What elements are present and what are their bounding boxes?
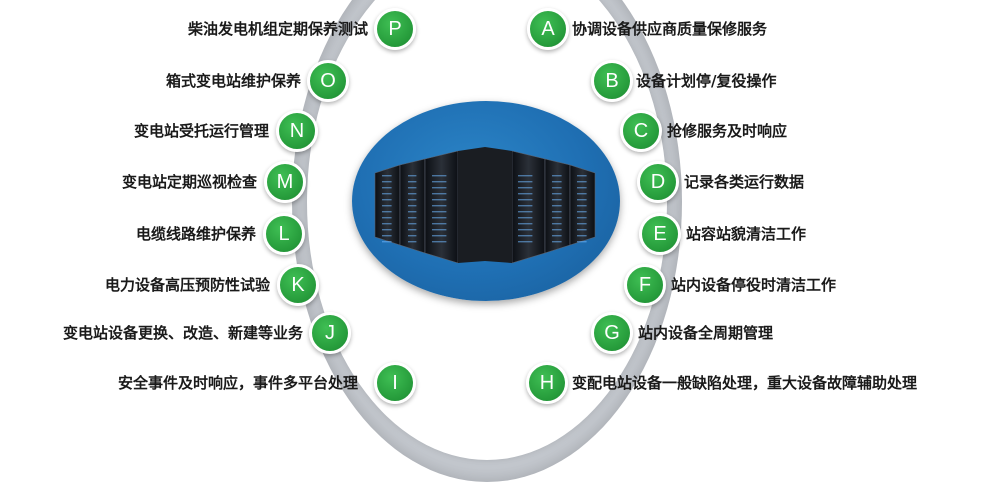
label-n: 变电站受托运行管理 bbox=[133, 122, 269, 140]
server-rack-icon bbox=[374, 147, 596, 264]
node-a: A bbox=[527, 8, 569, 50]
label-p: 柴油发电机组定期保养测试 bbox=[187, 20, 368, 38]
node-g: G bbox=[591, 312, 633, 354]
label-d: 记录各类运行数据 bbox=[684, 173, 805, 191]
node-k: K bbox=[277, 264, 319, 306]
node-j: J bbox=[309, 312, 351, 354]
label-b: 设备计划停/复役操作 bbox=[636, 72, 777, 90]
label-i: 安全事件及时响应，事件多平台处理 bbox=[117, 374, 358, 392]
label-h: 变配电站设备一般缺陷处理，重大设备故障辅助处理 bbox=[572, 374, 918, 392]
node-o: O bbox=[307, 60, 349, 102]
label-l: 电缆线路维护保养 bbox=[135, 225, 256, 243]
node-d: D bbox=[637, 161, 679, 203]
node-f: F bbox=[624, 264, 666, 306]
label-f: 站内设备停役时清洁工作 bbox=[671, 276, 837, 294]
node-b: B bbox=[591, 60, 633, 102]
label-c: 抢修服务及时响应 bbox=[667, 122, 788, 140]
label-o: 箱式变电站维护保养 bbox=[165, 72, 301, 90]
node-h: H bbox=[526, 362, 568, 404]
label-g: 站内设备全周期管理 bbox=[638, 324, 774, 342]
node-p: P bbox=[374, 8, 416, 50]
node-e: E bbox=[639, 213, 681, 255]
label-m: 变电站定期巡视检查 bbox=[121, 173, 257, 191]
label-k: 电力设备高压预防性试验 bbox=[104, 276, 270, 294]
label-j: 变电站设备更换、改造、新建等业务 bbox=[62, 324, 303, 342]
node-m: M bbox=[264, 161, 306, 203]
node-n: N bbox=[276, 110, 318, 152]
label-e: 站容站貌清洁工作 bbox=[686, 225, 807, 243]
node-i: I bbox=[374, 362, 416, 404]
node-c: C bbox=[620, 110, 662, 152]
label-a: 协调设备供应商质量保修服务 bbox=[572, 20, 768, 38]
node-l: L bbox=[263, 213, 305, 255]
